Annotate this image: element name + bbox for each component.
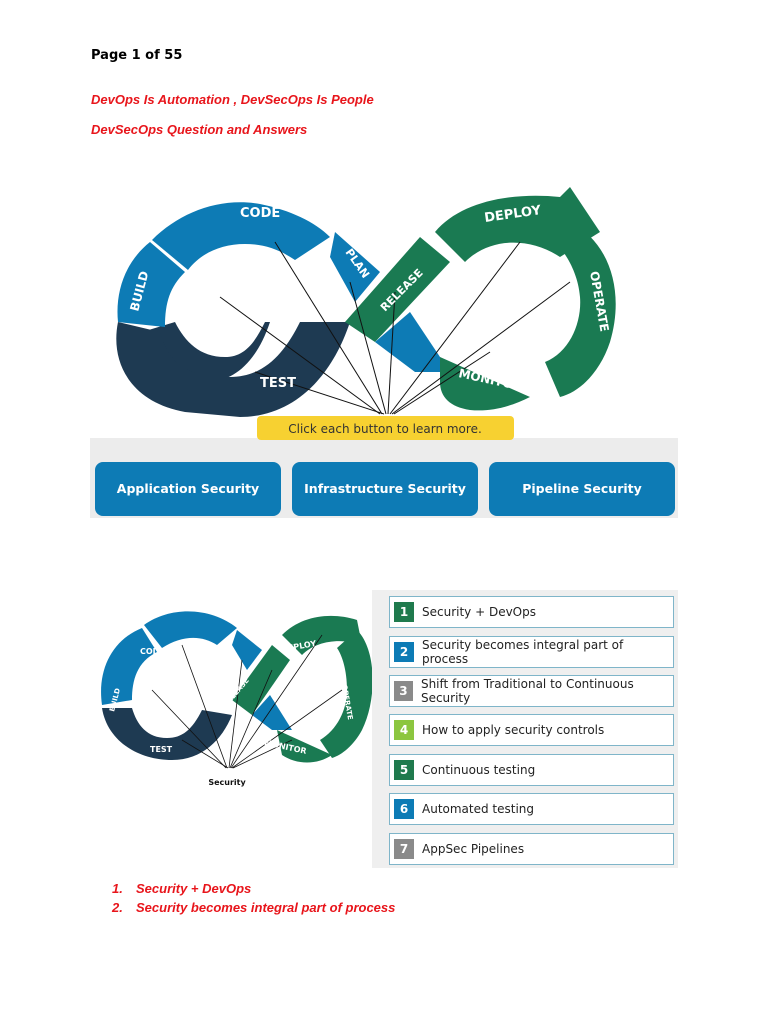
step-item[interactable]: 1 Security + DevOps [389, 596, 674, 628]
numbered-list: 1. Security + DevOps 2. Security becomes i… [112, 881, 395, 919]
operate-segment[interactable] [545, 222, 616, 397]
step-number: 3 [394, 681, 413, 701]
step-label: Continuous testing [422, 763, 536, 777]
pipeline-security-button[interactable] [489, 462, 675, 516]
step-number: 6 [394, 799, 414, 819]
list-item: 1. Security + DevOps [112, 881, 395, 900]
step-label: Shift from Traditional to Continuous Sec… [420, 677, 634, 705]
step-item[interactable]: 6 Automated testing [389, 793, 674, 825]
fig2-test-label: TEST [150, 745, 173, 754]
steps-panel: 1 Security + DevOps 2 Security becomes i… [372, 590, 678, 868]
step-label: Security becomes integral part of proces… [421, 638, 624, 666]
list-number: 1. [112, 881, 123, 896]
document-title: DevOps Is Automation , DevSecOps Is Peop… [91, 92, 374, 107]
step-label: Automated testing [422, 802, 535, 816]
security-label: Security [208, 778, 246, 787]
step-item[interactable]: 5 Continuous testing [389, 754, 674, 786]
list-item: 2. Security becomes integral part of proc… [112, 900, 395, 919]
fig2-plan-label: PLAN [202, 664, 221, 686]
application-security-button[interactable] [95, 462, 281, 516]
pipeline-security-label: Pipeline Security [522, 481, 642, 496]
callout-text: Click each button to learn more. [288, 422, 482, 436]
step-number: 7 [394, 839, 414, 859]
step-item[interactable]: 4 How to apply security controls [389, 714, 674, 746]
step-number: 4 [394, 720, 414, 740]
step-label: AppSec Pipelines [422, 842, 525, 856]
step-number: 2 [394, 642, 414, 662]
page-number: Page 1 of 55 [91, 48, 183, 63]
devops-infinity-figure: CODE BUILD TEST PLAN RELEASE DEPLOY OPER… [90, 182, 678, 518]
list-number: 2. [112, 900, 123, 915]
fig2-code-label: CODE [140, 647, 165, 656]
monitor-segment[interactable] [440, 357, 530, 411]
infrastructure-security-label: Infrastructure Security [304, 481, 466, 496]
step-label: How to apply security controls [422, 723, 605, 737]
test-segment[interactable] [116, 322, 350, 417]
step-item[interactable]: 2 Security becomes integral part of proc… [389, 636, 674, 668]
plan-segment[interactable] [330, 232, 380, 302]
step-number: 5 [394, 760, 414, 780]
list-text: Security becomes integral part of proces… [136, 900, 396, 915]
step-number: 1 [394, 602, 414, 622]
callout-banner [257, 416, 514, 440]
build-segment[interactable] [117, 242, 185, 327]
application-security-label: Application Security [117, 481, 259, 496]
infrastructure-security-button[interactable] [292, 462, 478, 516]
test-label: TEST [260, 376, 296, 391]
code-label: CODE [240, 206, 280, 221]
release-segment[interactable] [345, 237, 450, 342]
code-segment[interactable] [152, 202, 330, 270]
devsecops-infinity-figure: CODE BUILD TEST PLAN RELEASE DEPLOY OPER… [101, 611, 373, 787]
step-item[interactable]: 3 Shift from Traditional to Continuous S… [389, 675, 674, 707]
step-label: Security + DevOps [422, 605, 536, 619]
document-subtitle: DevSecOps Question and Answers [91, 122, 308, 137]
list-text: Security + DevOps [136, 881, 252, 896]
step-item[interactable]: 7 AppSec Pipelines [389, 833, 674, 865]
